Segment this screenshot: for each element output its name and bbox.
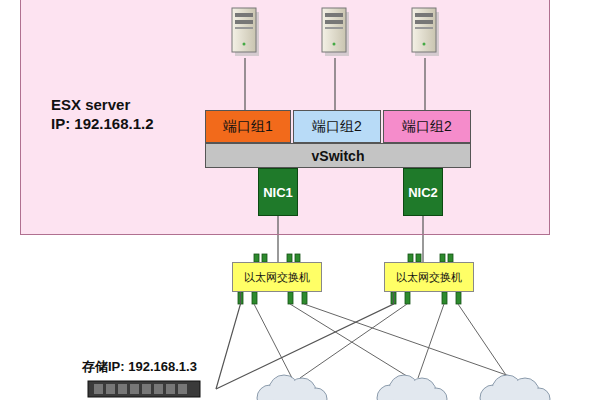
- port-group-box: 端口组2: [383, 110, 471, 143]
- node-label: 端口组1: [223, 118, 273, 136]
- node-label: 以太网交换机: [396, 270, 462, 285]
- server-wires: [245, 58, 425, 110]
- node-label: NIC2: [408, 185, 438, 200]
- node-label: vSwitch: [312, 148, 365, 164]
- port-group-box: 端口组2: [293, 110, 381, 143]
- network-link: [216, 292, 241, 389]
- storage-chassis: [82, 380, 202, 398]
- nic-box: NIC2: [403, 168, 443, 216]
- port-group-box: 端口组1: [205, 110, 291, 143]
- ethernet-switch: 以太网交换机: [232, 262, 322, 292]
- network-clouds: [257, 375, 550, 400]
- network-link: [216, 292, 394, 389]
- node-label: 端口组2: [402, 118, 452, 136]
- network-link: [277, 216, 278, 262]
- ethernet-switch: 以太网交换机: [384, 262, 474, 292]
- storage-label: 存储IP: 192.168.1.3: [82, 358, 216, 376]
- server-region: ESX serverIP: 192.168.1.2 端口组1 端口组2 端口组2 vSw…: [20, 0, 550, 235]
- network-link: [422, 216, 423, 262]
- server-icon: [232, 8, 259, 56]
- node-label: 端口组2: [312, 118, 362, 136]
- server-icon: [412, 8, 439, 56]
- node-label: NIC1: [263, 185, 293, 200]
- network-links: [254, 304, 515, 378]
- nic-box: NIC1: [258, 168, 298, 216]
- server-icons: [232, 8, 439, 56]
- esx-ground: [20, 0, 550, 235]
- node-label: 以太网交换机: [244, 270, 310, 285]
- server-icon: [322, 8, 349, 56]
- node-label: ESX server: [51, 95, 154, 114]
- vswitch-bar: vSwitch: [205, 143, 471, 168]
- storage-device: 存储IP: 192.168.1.3: [82, 358, 216, 398]
- region-heading: ESX serverIP: 192.168.1.2: [51, 95, 154, 133]
- cloud-symbol: [480, 375, 550, 400]
- cloud-symbol: [377, 375, 447, 400]
- cloud-symbol: [257, 375, 327, 400]
- node-label: IP: 192.168.1.2: [51, 114, 154, 133]
